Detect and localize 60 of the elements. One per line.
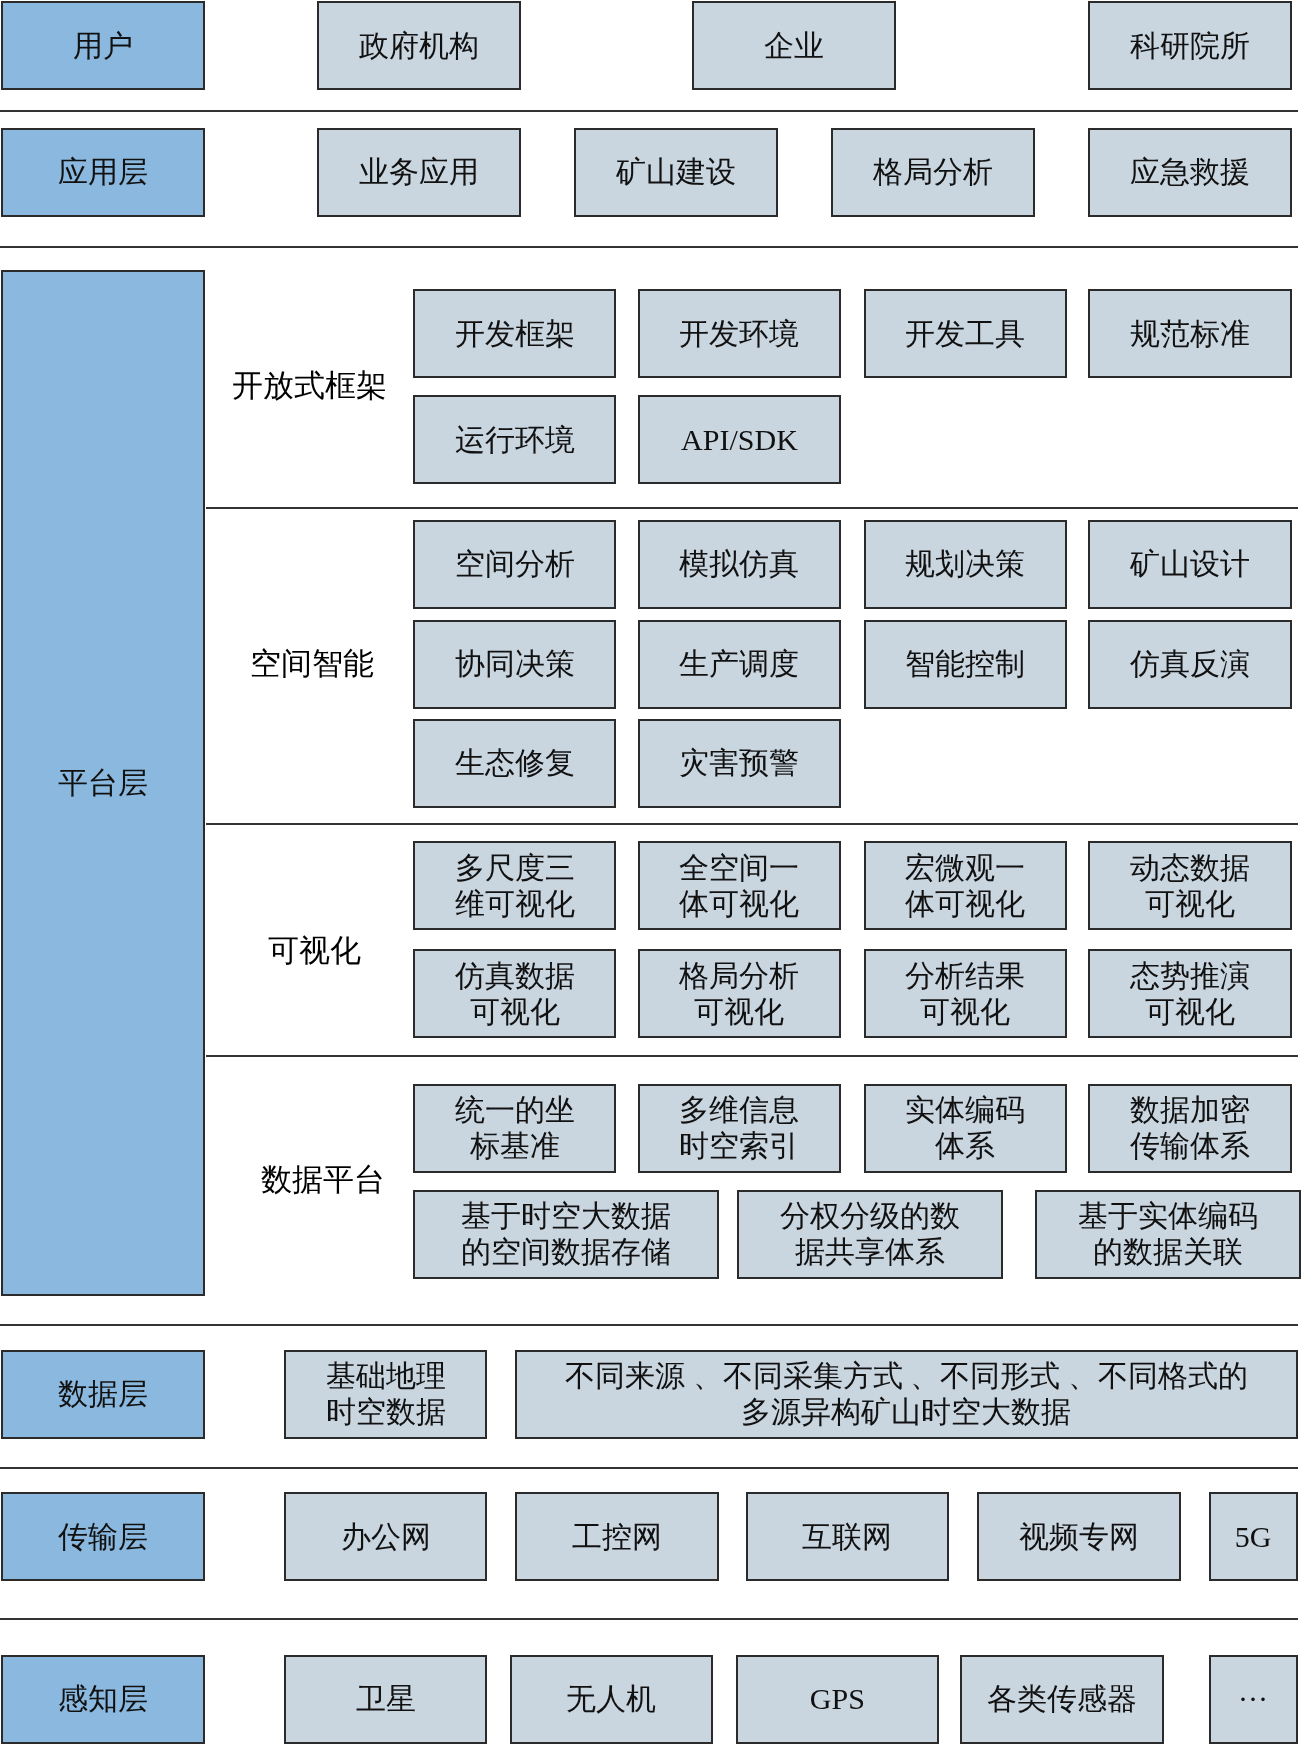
component-box: 应急救援 [1088,127,1292,217]
component-box: 仿真反演 [1088,619,1292,709]
component-box: 智能控制 [863,619,1068,709]
component-box: 5G [1208,1492,1298,1582]
component-box: 协同决策 [412,619,617,709]
component-box: 各类传感器 [960,1654,1164,1744]
component-box: 分析结果可视化 [863,949,1068,1039]
section-label: 可视化 [268,932,362,971]
component-box: 办公网 [283,1492,488,1582]
layer-label: 平台层 [1,270,205,1297]
component-box: 多维信息时空索引 [637,1083,842,1173]
component-box: 业务应用 [317,127,521,217]
layer-label: 应用层 [1,127,205,217]
layer-label: 用户 [1,1,205,91]
layer-label: 传输层 [1,1492,205,1582]
component-box: 分权分级的数据共享体系 [736,1189,1003,1279]
component-box: 宏微观一体可视化 [863,841,1068,931]
component-box: 格局分析 [831,127,1035,217]
component-box: 规划决策 [863,519,1068,609]
component-box: 空间分析 [412,519,617,609]
component-box: 无人机 [509,1654,714,1744]
section-label: 开放式框架 [231,367,387,406]
component-box: 视频专网 [977,1492,1181,1582]
component-box: 运行环境 [412,395,617,485]
component-box: 生态修复 [412,718,617,808]
component-box: 多尺度三维可视化 [412,841,617,931]
component-box: 科研院所 [1088,1,1292,91]
component-box: 矿山设计 [1088,519,1292,609]
component-box: 数据加密传输体系 [1088,1083,1292,1173]
component-box: 模拟仿真 [637,519,842,609]
component-box: 矿山建设 [574,127,778,217]
component-box: 工控网 [515,1492,719,1582]
layer-label: 数据层 [1,1349,205,1439]
component-box: 仿真数据可视化 [412,949,617,1039]
component-box: 格局分析可视化 [637,949,842,1039]
component-box: 互联网 [745,1492,950,1582]
section-label: 数据平台 [260,1160,385,1199]
component-box: 全空间一体可视化 [637,841,842,931]
component-box: 实体编码体系 [863,1083,1068,1173]
component-box: 生产调度 [637,619,842,709]
component-box: 规范标准 [1088,289,1292,379]
component-box: GPS [735,1654,940,1744]
component-box: 企业 [692,1,896,91]
component-box: ··· [1208,1654,1298,1744]
component-box: 基于时空大数据的空间数据存储 [412,1189,719,1279]
component-box: 开发工具 [863,289,1068,379]
component-box: 开发环境 [637,289,842,379]
component-box: 不同来源 、不同采集方式 、不同形式 、不同格式的多源异构矿山时空大数据 [515,1349,1298,1439]
section-label: 空间智能 [249,645,374,684]
component-box: 基于实体编码的数据关联 [1034,1189,1301,1279]
component-box: 态势推演可视化 [1088,949,1292,1039]
component-box: 灾害预警 [637,718,842,808]
component-box: 开发框架 [412,289,617,379]
component-box: 统一的坐标基准 [412,1083,617,1173]
layer-label: 感知层 [1,1654,205,1744]
component-box: 卫星 [283,1654,488,1744]
component-box: 基础地理时空数据 [283,1349,488,1439]
component-box: 政府机构 [317,1,521,91]
component-box: API/SDK [637,395,842,485]
component-box: 动态数据可视化 [1088,841,1292,931]
